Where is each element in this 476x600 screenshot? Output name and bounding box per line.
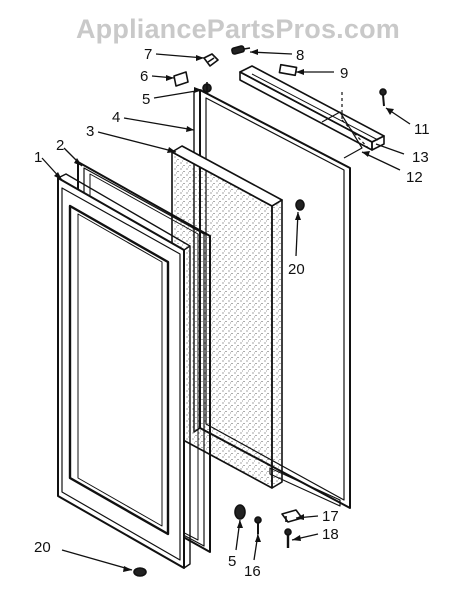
callout-4: 4 (112, 109, 120, 126)
hinge-17 (281, 509, 303, 523)
callout-5-bottom: 5 (228, 553, 236, 570)
callout-2: 2 (56, 137, 64, 154)
bushing-5-top (202, 82, 212, 94)
callout-12: 12 (406, 169, 423, 186)
callout-13: 13 (412, 149, 429, 166)
callout-8: 8 (296, 47, 304, 64)
callout-20-right: 20 (288, 261, 305, 278)
callout-5-top: 5 (142, 91, 150, 108)
leader-arrowheads (54, 49, 394, 572)
trim-bar (239, 65, 385, 159)
callout-9: 9 (340, 65, 348, 82)
plug-20-left (133, 567, 147, 577)
callout-6: 6 (140, 68, 148, 85)
callout-1: 1 (34, 149, 42, 166)
callout-20-left: 20 (34, 539, 51, 556)
spacer-6 (173, 71, 189, 87)
screw-18 (284, 528, 292, 548)
callout-18: 18 (322, 526, 339, 543)
callout-16: 16 (244, 563, 261, 580)
callout-7: 7 (144, 46, 152, 63)
callout-3: 3 (86, 123, 94, 140)
watermark-text: AppliancePartsPros.com (75, 14, 400, 44)
bracket-outline (341, 92, 371, 151)
callout-11: 11 (414, 121, 430, 138)
plug-20-right (295, 199, 305, 211)
screw-8 (231, 45, 251, 55)
outer-door-panel (57, 173, 191, 569)
bushing-5-bottom (234, 504, 246, 520)
hinge-bracket-7 (203, 53, 219, 67)
clip-9 (278, 63, 298, 77)
foam-insulation (171, 145, 283, 489)
screw-16 (254, 516, 262, 534)
screw-11 (379, 88, 387, 107)
callout-17: 17 (322, 508, 339, 525)
